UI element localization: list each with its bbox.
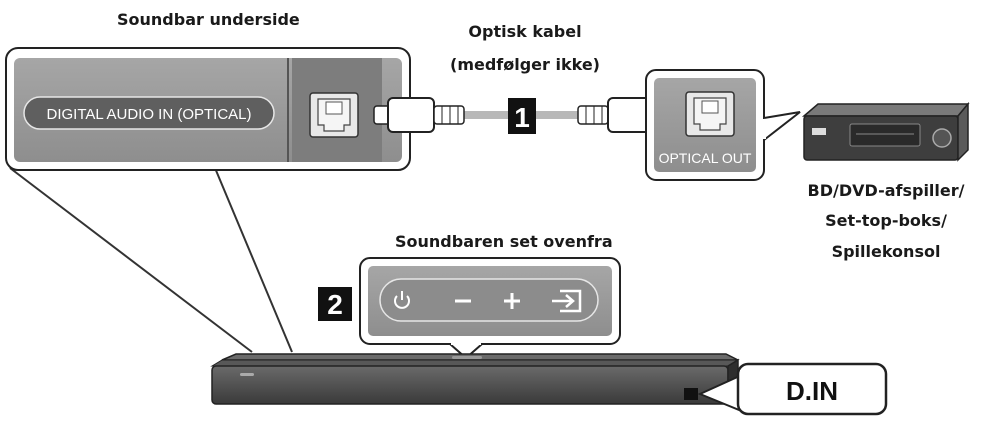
bd-dvd-player-device xyxy=(801,101,970,162)
device-label-line1: BD/DVD-afspiller/ xyxy=(807,181,965,200)
step-2-badge xyxy=(318,287,352,321)
device-optical-port xyxy=(685,91,735,137)
soundbar-top-panel xyxy=(359,257,621,360)
plus-icon xyxy=(504,293,520,309)
device-optical-out-panel: OPTICAL OUT xyxy=(645,69,801,181)
soundbar-port-label: DIGITAL AUDIO IN (OPTICAL) xyxy=(46,106,251,123)
soundbar-display-window xyxy=(684,388,698,400)
optical-cable-label-line2: (medfølger ikke) xyxy=(450,54,600,74)
soundbar-optical-port xyxy=(309,92,359,138)
step-1-badge xyxy=(508,98,536,134)
underside-callout-lines xyxy=(9,167,293,353)
step-2-number: 2 xyxy=(327,289,343,320)
power-icon xyxy=(394,291,410,309)
soundbar-underside-panel: DIGITAL AUDIO IN (OPTICAL) xyxy=(5,47,411,171)
optical-cable-label: Optisk kabel (medfølger ikke) xyxy=(440,20,610,78)
cable-plug-left xyxy=(373,97,465,133)
display-callout: D.IN xyxy=(697,362,888,416)
soundbar-top-title: Soundbaren set ovenfra xyxy=(395,232,613,251)
soundbar xyxy=(210,353,740,406)
device-label-line3: Spillekonsol xyxy=(831,241,941,261)
soundbar-underside-title: Soundbar underside xyxy=(117,10,300,29)
step-1-number: 1 xyxy=(514,102,530,133)
device-port-label: OPTICAL OUT xyxy=(659,150,752,166)
input-source-icon xyxy=(552,289,582,313)
display-mode-text: D.IN xyxy=(786,376,838,406)
device-label-line2: Set-top-boks/ xyxy=(825,211,947,231)
optical-cable: 1 xyxy=(373,97,669,134)
optical-cable-label-line1: Optisk kabel xyxy=(468,22,582,41)
device-label: BD/DVD-afspiller/ Set-top-boks/ Spilleko… xyxy=(796,176,976,267)
